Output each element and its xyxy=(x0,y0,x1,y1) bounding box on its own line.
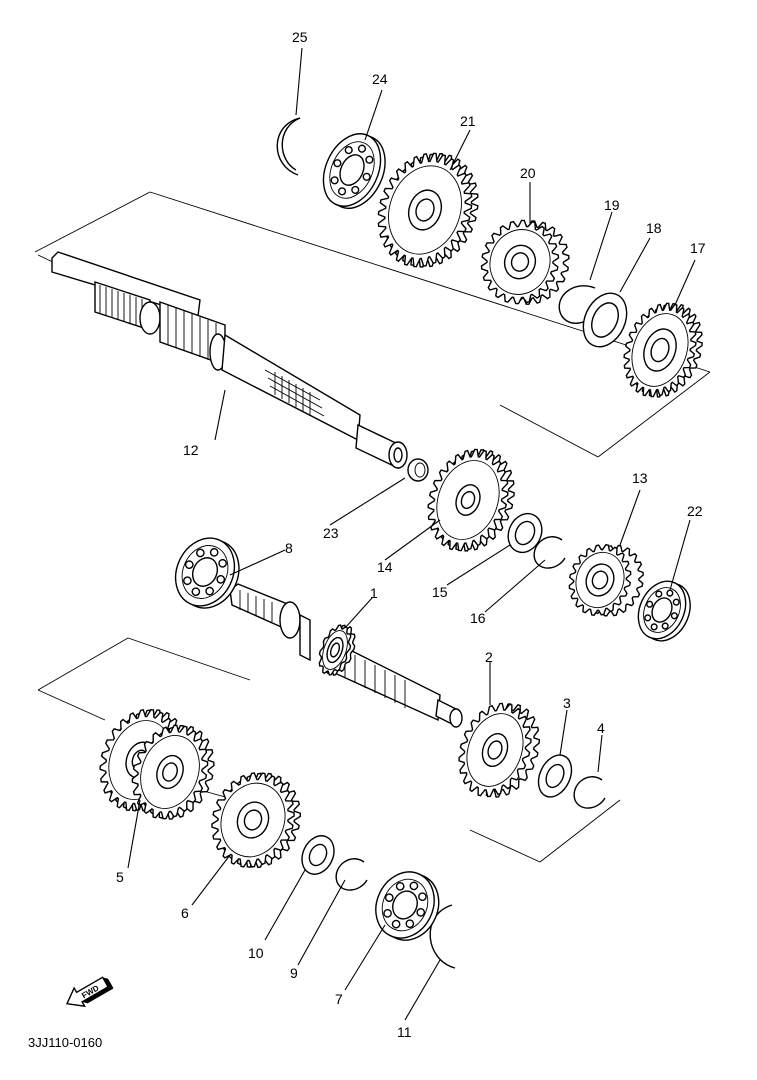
bearing-8 xyxy=(174,537,240,609)
label-part-22: 22 xyxy=(687,503,703,519)
label-part-5: 5 xyxy=(116,869,124,885)
gear-17 xyxy=(623,302,703,398)
circlip-11-shape xyxy=(429,904,456,969)
washer-3-shape xyxy=(537,754,573,798)
label-part-18: 18 xyxy=(646,220,662,236)
label-part-15: 15 xyxy=(432,584,448,600)
label-part-24: 24 xyxy=(372,71,388,87)
bearing-22 xyxy=(637,580,691,642)
drawing-code: 3JJ110-0160 xyxy=(28,1035,102,1050)
collar xyxy=(407,458,429,482)
washer-18-shape xyxy=(582,292,628,348)
circlip-16-shape xyxy=(533,536,566,569)
upper-assembly-boundary xyxy=(34,191,711,458)
label-part-20: 20 xyxy=(520,165,536,181)
lower-assembly-boundary xyxy=(37,637,621,863)
gear-shaft-1-teeth xyxy=(318,624,356,676)
label-part-25: 25 xyxy=(292,29,308,45)
gear-13 xyxy=(568,544,644,617)
leader-lines xyxy=(127,47,696,1021)
label-part-21: 21 xyxy=(460,113,476,129)
label-part-6: 6 xyxy=(181,905,189,921)
circlip-25-shape xyxy=(276,117,301,176)
circlip-9-shape xyxy=(335,858,368,891)
bearing-7 xyxy=(375,871,440,941)
main-axle-shaft xyxy=(229,583,463,728)
bearing-24 xyxy=(322,133,386,209)
gear-21 xyxy=(377,152,479,268)
label-part-16: 16 xyxy=(470,610,486,626)
label-part-10: 10 xyxy=(248,945,264,961)
drive-axle-shaft xyxy=(51,251,408,470)
gear-2 xyxy=(458,702,541,798)
label-part-23: 23 xyxy=(323,525,339,541)
label-part-11: 11 xyxy=(397,1024,412,1040)
label-part-17: 17 xyxy=(690,240,706,256)
label-part-19: 19 xyxy=(604,197,620,213)
gear-6 xyxy=(211,772,302,869)
label-part-12: 12 xyxy=(183,442,199,458)
label-part-8: 8 xyxy=(285,540,293,556)
part-labels: 25 24 21 20 19 18 17 12 23 14 15 16 13 2… xyxy=(116,29,706,1040)
gear-14 xyxy=(427,448,515,552)
label-part-13: 13 xyxy=(632,470,648,486)
forward-direction-arrow: FWD xyxy=(65,976,114,1008)
label-part-14: 14 xyxy=(377,559,393,575)
label-part-9: 9 xyxy=(290,965,298,981)
double-gear-5-rear xyxy=(131,724,215,820)
circlip-4-shape xyxy=(573,776,606,809)
label-part-4: 4 xyxy=(597,720,605,736)
washer-10-shape xyxy=(301,835,335,875)
label-part-3: 3 xyxy=(563,695,571,711)
label-part-1: 1 xyxy=(370,585,378,601)
gear-20 xyxy=(480,219,570,305)
label-part-2: 2 xyxy=(485,649,493,665)
washer-15-shape xyxy=(507,512,543,554)
label-part-7: 7 xyxy=(335,991,343,1007)
